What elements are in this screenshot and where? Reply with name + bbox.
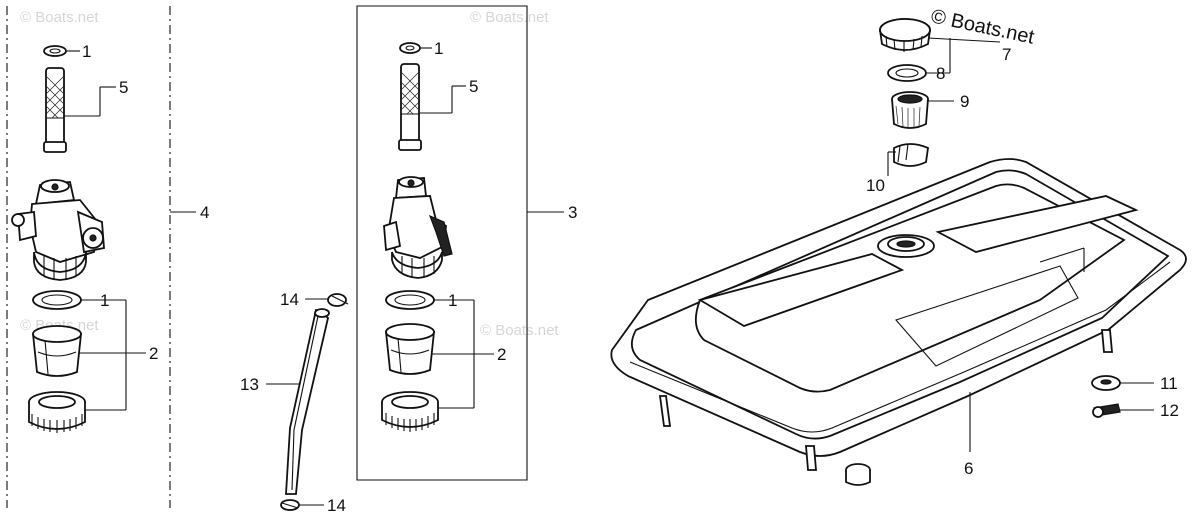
tank-cushion-part — [1091, 375, 1121, 391]
washer-part — [399, 42, 421, 54]
callout-1-label: 1 — [100, 291, 109, 310]
callout-2-label: 2 — [497, 345, 506, 364]
callout-leaders-tube — [266, 298, 328, 506]
callout-8-label: 8 — [936, 64, 945, 83]
fuel-strainer-part — [398, 63, 422, 151]
callout-leaders-left — [64, 50, 196, 411]
o-ring-part — [385, 290, 435, 310]
fuel-strainer-part — [43, 67, 67, 153]
callout-10-label: 10 — [866, 176, 885, 195]
left-assembly-frame — [6, 6, 171, 508]
callout-14-label: 14 — [327, 496, 346, 515]
watermark-text: © Boats.net — [470, 9, 549, 26]
fuel-cock-part — [11, 179, 105, 281]
sediment-bowl-part — [28, 391, 86, 433]
washer-part — [43, 45, 67, 57]
callout-leaders-cap — [887, 37, 1001, 176]
callout-3-label: 3 — [568, 203, 577, 222]
callout-2-label: 2 — [149, 344, 158, 363]
callout-5-label: 5 — [119, 78, 128, 97]
tank-bolt-part — [1092, 403, 1121, 418]
fuel-tank-part — [610, 158, 1187, 486]
tank-filter-part — [891, 91, 929, 129]
fuel-tube-part — [285, 308, 330, 495]
watermark-text: © Boats.net — [480, 322, 559, 339]
middle-assembly-frame — [356, 5, 528, 481]
callout-1-label: 1 — [434, 39, 443, 58]
callout-leaders-tank — [969, 382, 1154, 452]
callout-6-label: 6 — [964, 459, 973, 478]
o-ring-part — [32, 290, 82, 310]
callout-1-label: 1 — [82, 42, 91, 61]
fuel-cock-part — [383, 176, 453, 279]
hose-clip-part — [327, 293, 349, 307]
callout-1-label: 1 — [448, 291, 457, 310]
callout-leaders-middle — [419, 47, 564, 409]
callout-5-label: 5 — [469, 77, 478, 96]
fuel-cap-part — [879, 18, 931, 52]
filter-cup-part — [385, 323, 435, 375]
sediment-bowl-part — [381, 391, 439, 432]
hose-clip-part — [280, 499, 300, 511]
callout-11-label: 11 — [1160, 374, 1178, 393]
callout-13-label: 13 — [240, 375, 259, 394]
callout-7-label: 7 — [1002, 45, 1011, 64]
cap-gasket-part — [887, 64, 927, 82]
callout-9-label: 9 — [960, 92, 969, 111]
watermark-text: © Boats.net — [929, 5, 1037, 48]
watermark-text: © Boats.net — [20, 9, 99, 26]
callout-14-label: 14 — [280, 290, 299, 309]
callout-12-label: 12 — [1160, 401, 1179, 420]
filter-cup-part — [32, 325, 82, 377]
filter-holder-part — [893, 143, 929, 167]
callout-4-label: 4 — [200, 203, 209, 222]
